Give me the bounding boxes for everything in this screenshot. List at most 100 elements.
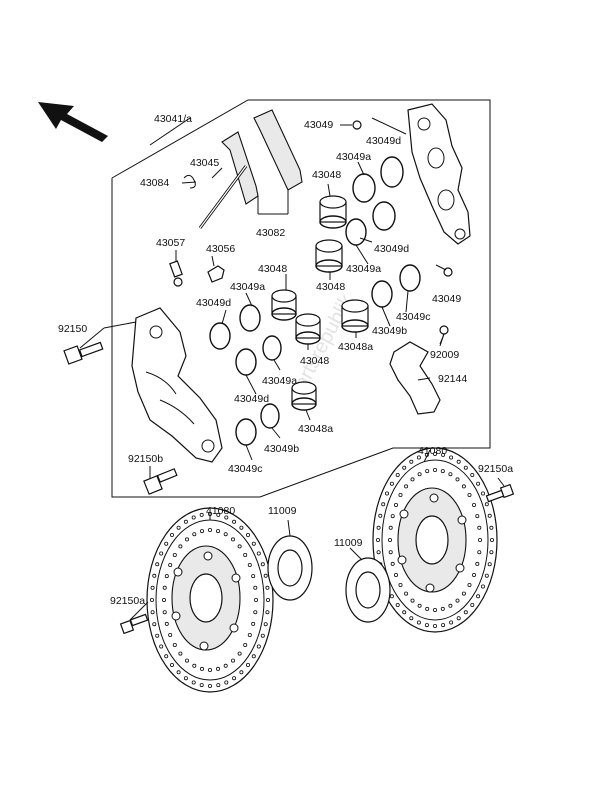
- disc-drill-hole: [243, 553, 248, 558]
- label-41080-right: 41080: [418, 445, 447, 457]
- disc-drill-hole: [237, 651, 242, 656]
- disc-drill-hole: [162, 610, 167, 615]
- disc-drill-hole: [402, 465, 407, 470]
- disc-drill-hole: [432, 467, 437, 472]
- disc-drill-hole: [251, 541, 256, 546]
- label-92144: 92144: [438, 373, 467, 385]
- disc-drill-hole: [449, 620, 454, 625]
- disc-drill-hole: [155, 562, 160, 567]
- disc-drill-hole: [161, 598, 166, 603]
- disc-drill-hole: [207, 684, 212, 689]
- label-92150a-right: 92150a: [478, 463, 513, 475]
- label-43049a-top: 43049a: [336, 151, 371, 163]
- label-43049c-1: 43049c: [228, 463, 262, 475]
- mount-bolt-92150: [63, 341, 104, 365]
- disc-drill-hole: [477, 538, 482, 543]
- disc-drill-hole: [471, 573, 476, 578]
- disc-drill-hole: [199, 683, 204, 688]
- disc-bolt-right: [485, 483, 515, 503]
- disc-drill-hole: [409, 459, 414, 464]
- disc-drill-hole: [484, 502, 489, 507]
- disc-drill-hole: [155, 633, 160, 638]
- disc-drill-hole: [410, 598, 415, 603]
- disc-drill-hole: [487, 513, 492, 518]
- disc-drill-hole: [223, 532, 228, 537]
- disc-drill-hole: [384, 491, 389, 496]
- disc-drill-hole: [230, 537, 235, 542]
- label-43049-top: 43049: [304, 119, 333, 131]
- disc-drill-hole: [471, 502, 476, 507]
- disc-drill-hole: [251, 574, 256, 579]
- pad-pin: [198, 165, 248, 229]
- label-43049a-2: 43049a: [262, 375, 297, 387]
- brake-disc-right: [372, 447, 498, 633]
- label-43045: 43045: [190, 157, 219, 169]
- disc-drill-hole: [215, 666, 220, 671]
- brake-disc-left: [146, 507, 274, 693]
- disc-drill-hole: [184, 658, 189, 663]
- disc-drill-hole: [215, 529, 220, 534]
- disc-drill-hole: [265, 598, 270, 603]
- disc-drill-hole: [164, 621, 169, 626]
- pad-pin-clip: [183, 174, 196, 189]
- disc-drill-hole: [247, 563, 252, 568]
- disc-drill-hole: [178, 651, 183, 656]
- disc-drill-hole: [159, 644, 164, 649]
- disc-drill-hole: [192, 663, 197, 668]
- label-43049-bottom: 43049: [432, 293, 461, 305]
- disc-drill-hole: [456, 459, 461, 464]
- disc-drill-hole: [470, 472, 475, 477]
- disc-drill-hole: [256, 551, 261, 556]
- disc-drill-hole: [388, 525, 393, 530]
- disc-drill-hole: [404, 591, 409, 596]
- disc-drill-hole: [455, 477, 460, 482]
- disc-drill-hole: [263, 573, 268, 578]
- disc-drill-hole: [409, 616, 414, 621]
- disc-drill-hole: [224, 515, 229, 520]
- direction-arrow-icon: [38, 102, 108, 142]
- disc-drill-hole: [245, 663, 250, 668]
- disc-drill-hole: [463, 465, 468, 470]
- disc-drill-hole: [416, 620, 421, 625]
- disc-drill-hole: [245, 533, 250, 538]
- disc-drill-hole: [149, 598, 154, 603]
- label-41080-left: 41080: [206, 505, 235, 517]
- disc-drill-hole: [162, 585, 167, 590]
- disc-drill-hole: [247, 633, 252, 638]
- disc-drill-hole: [388, 550, 393, 555]
- disc-drill-hole: [389, 594, 394, 599]
- label-43049c-2: 43049c: [396, 311, 430, 323]
- pad-spring: [389, 341, 441, 415]
- disc-drill-hole: [184, 537, 189, 542]
- brake-pads: [221, 109, 303, 205]
- label-43049d-mid: 43049d: [374, 243, 409, 255]
- disc-drill-hole: [265, 585, 270, 590]
- disc-drill-hole: [216, 512, 221, 517]
- disc-drill-hole: [224, 680, 229, 685]
- disc-drill-hole: [164, 654, 169, 659]
- disc-drill-hole: [441, 452, 446, 457]
- label-43049b-2: 43049b: [372, 325, 407, 337]
- disc-drill-hole: [477, 550, 482, 555]
- label-43049a-1: 43049a: [230, 281, 265, 293]
- label-43048-1: 43048: [258, 263, 287, 275]
- disc-drill-hole: [168, 563, 173, 568]
- label-92150a-left: 92150a: [110, 595, 145, 607]
- label-43048a-2: 43048a: [338, 341, 373, 353]
- disc-drill-hole: [484, 573, 489, 578]
- disc-drill-hole: [239, 670, 244, 675]
- washer-top: [352, 120, 362, 130]
- disc-drill-hole: [376, 550, 381, 555]
- disc-drill-hole: [164, 574, 169, 579]
- disc-drill-hole: [480, 491, 485, 496]
- label-43049a-3: 43049a: [346, 263, 381, 275]
- disc-drill-hole: [183, 676, 188, 681]
- disc-drill-hole: [417, 472, 422, 477]
- disc-drill-hole: [467, 492, 472, 497]
- bleeder-valve: [169, 260, 183, 287]
- disc-drill-hole: [395, 472, 400, 477]
- disc-drill-hole: [441, 623, 446, 628]
- disc-drill-hole: [476, 481, 481, 486]
- disc-drill-hole: [390, 514, 395, 519]
